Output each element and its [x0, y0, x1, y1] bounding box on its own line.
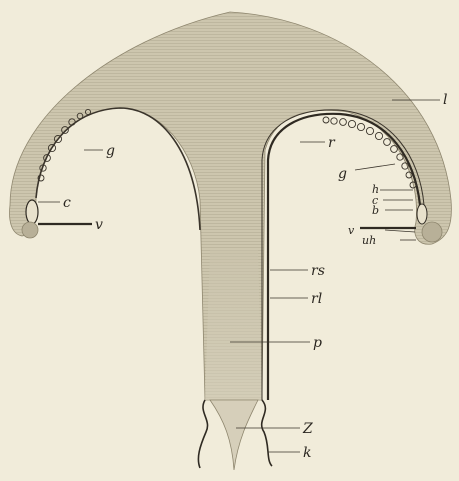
label-v-left: v	[95, 217, 103, 233]
label-rl: rl	[311, 291, 322, 307]
label-l: l	[443, 92, 447, 108]
label-z: Z	[302, 421, 313, 437]
label-uh: uh	[362, 234, 376, 247]
label-k: k	[303, 445, 311, 461]
margin-bulb-right	[422, 222, 442, 242]
label-p: p	[313, 335, 322, 351]
label-b: b	[372, 204, 379, 217]
label-rs: rs	[311, 263, 325, 279]
label-c-left: c	[63, 195, 71, 211]
manubrium-stalk	[205, 250, 262, 400]
label-g-right: g	[338, 166, 347, 182]
label-v-right: v	[348, 224, 355, 237]
margin-bulb-left	[22, 222, 38, 238]
marginal-body-left	[26, 200, 38, 224]
marginal-body-right	[417, 204, 427, 224]
label-g-left: g	[106, 143, 115, 159]
